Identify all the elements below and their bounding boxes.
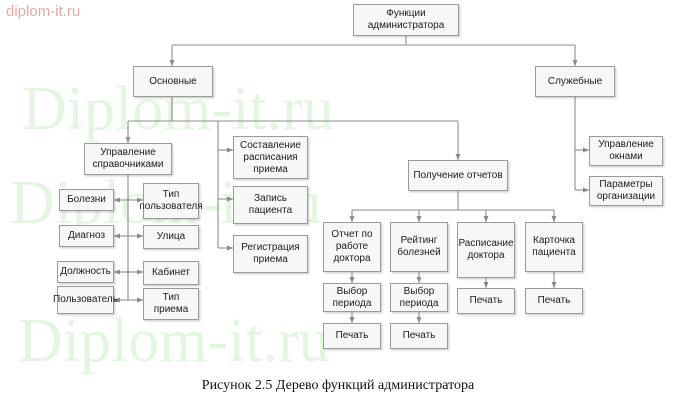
node-period-select-1-label: Выбор периода bbox=[332, 285, 372, 309]
node-org-params[interactable]: Параметры организации bbox=[589, 176, 663, 206]
node-diseases[interactable]: Болезни bbox=[59, 189, 114, 211]
node-user-type[interactable]: Тип пользователя bbox=[139, 183, 203, 219]
node-diseases-label: Болезни bbox=[67, 194, 106, 205]
node-cabinet-label: Кабинет bbox=[151, 267, 191, 278]
node-position-label: Должность bbox=[60, 266, 111, 277]
node-root-label: Функции администратора bbox=[367, 8, 445, 31]
node-report-doctor-schedule[interactable]: Расписание доктора bbox=[457, 222, 515, 278]
node-diagnosis-label: Диагноз bbox=[67, 230, 106, 241]
node-main[interactable]: Основные bbox=[133, 66, 213, 97]
node-print-4-label: Печать bbox=[537, 295, 571, 306]
node-appointment-reg[interactable]: Регистрация приема bbox=[233, 235, 308, 273]
node-patient-record-label: Запись пациента bbox=[248, 193, 293, 216]
node-service[interactable]: Служебные bbox=[535, 66, 615, 97]
node-print-1-label: Печать bbox=[335, 330, 369, 341]
node-service-label: Служебные bbox=[547, 75, 603, 87]
node-root[interactable]: Функции администратора bbox=[353, 4, 459, 36]
node-report-disease-rating-label: Рейтинг болезней bbox=[397, 235, 441, 258]
node-report-doctor-schedule-label: Расписание доктора bbox=[458, 238, 514, 261]
node-window-management[interactable]: Управление окнами bbox=[589, 136, 663, 166]
node-cabinet[interactable]: Кабинет bbox=[143, 261, 199, 285]
node-print-4[interactable]: Печать bbox=[525, 288, 583, 314]
node-street-label: Улица bbox=[156, 231, 186, 242]
node-user[interactable]: Пользователь bbox=[53, 286, 118, 314]
node-visit-type-label: Тип приема bbox=[153, 292, 189, 315]
node-street[interactable]: Улица bbox=[143, 225, 199, 249]
node-print-3-label: Печать bbox=[469, 295, 503, 306]
node-org-params-label: Параметры организации bbox=[596, 179, 656, 202]
node-reports[interactable]: Получение отчетов bbox=[408, 160, 508, 191]
node-print-3[interactable]: Печать bbox=[457, 288, 515, 314]
node-report-disease-rating[interactable]: Рейтинг болезней bbox=[390, 222, 448, 272]
node-user-type-label: Тип пользователя bbox=[139, 189, 203, 212]
node-print-2[interactable]: Печать bbox=[390, 323, 448, 349]
node-reports-label: Получение отчетов bbox=[413, 169, 503, 181]
node-print-2-label: Печать bbox=[402, 330, 436, 341]
node-user-label: Пользователь bbox=[53, 294, 118, 305]
node-period-select-2-label: Выбор периода bbox=[399, 285, 439, 309]
node-report-doctor-work[interactable]: Отчет по работе доктора bbox=[323, 222, 381, 272]
node-report-doctor-work-label: Отчет по работе доктора bbox=[331, 229, 373, 264]
node-period-select-1[interactable]: Выбор периода bbox=[323, 283, 381, 312]
node-appointment-reg-label: Регистрация приема bbox=[241, 242, 300, 265]
node-position[interactable]: Должность bbox=[57, 261, 114, 283]
node-handbooks-label: Управление справочниками bbox=[92, 147, 164, 170]
node-report-patient-card-label: Карточка пациента bbox=[532, 235, 576, 258]
node-main-label: Основные bbox=[149, 75, 197, 87]
node-diagnosis[interactable]: Диагноз bbox=[59, 225, 114, 247]
node-window-management-label: Управление окнами bbox=[598, 139, 654, 162]
figure-caption: Рисунок 2.5 Дерево функций администратор… bbox=[201, 378, 475, 393]
node-patient-record[interactable]: Запись пациента bbox=[233, 186, 308, 224]
node-schedule-make-label: Составление расписания приема bbox=[240, 139, 301, 175]
watermark-site-url: diplom-it.ru bbox=[6, 3, 81, 20]
node-report-patient-card[interactable]: Карточка пациента bbox=[525, 222, 583, 272]
node-handbooks[interactable]: Управление справочниками bbox=[84, 143, 172, 175]
node-visit-type[interactable]: Тип приема bbox=[143, 288, 199, 320]
node-period-select-2[interactable]: Выбор периода bbox=[390, 283, 448, 312]
node-schedule-make[interactable]: Составление расписания приема bbox=[233, 136, 308, 179]
node-print-1[interactable]: Печать bbox=[323, 323, 381, 349]
